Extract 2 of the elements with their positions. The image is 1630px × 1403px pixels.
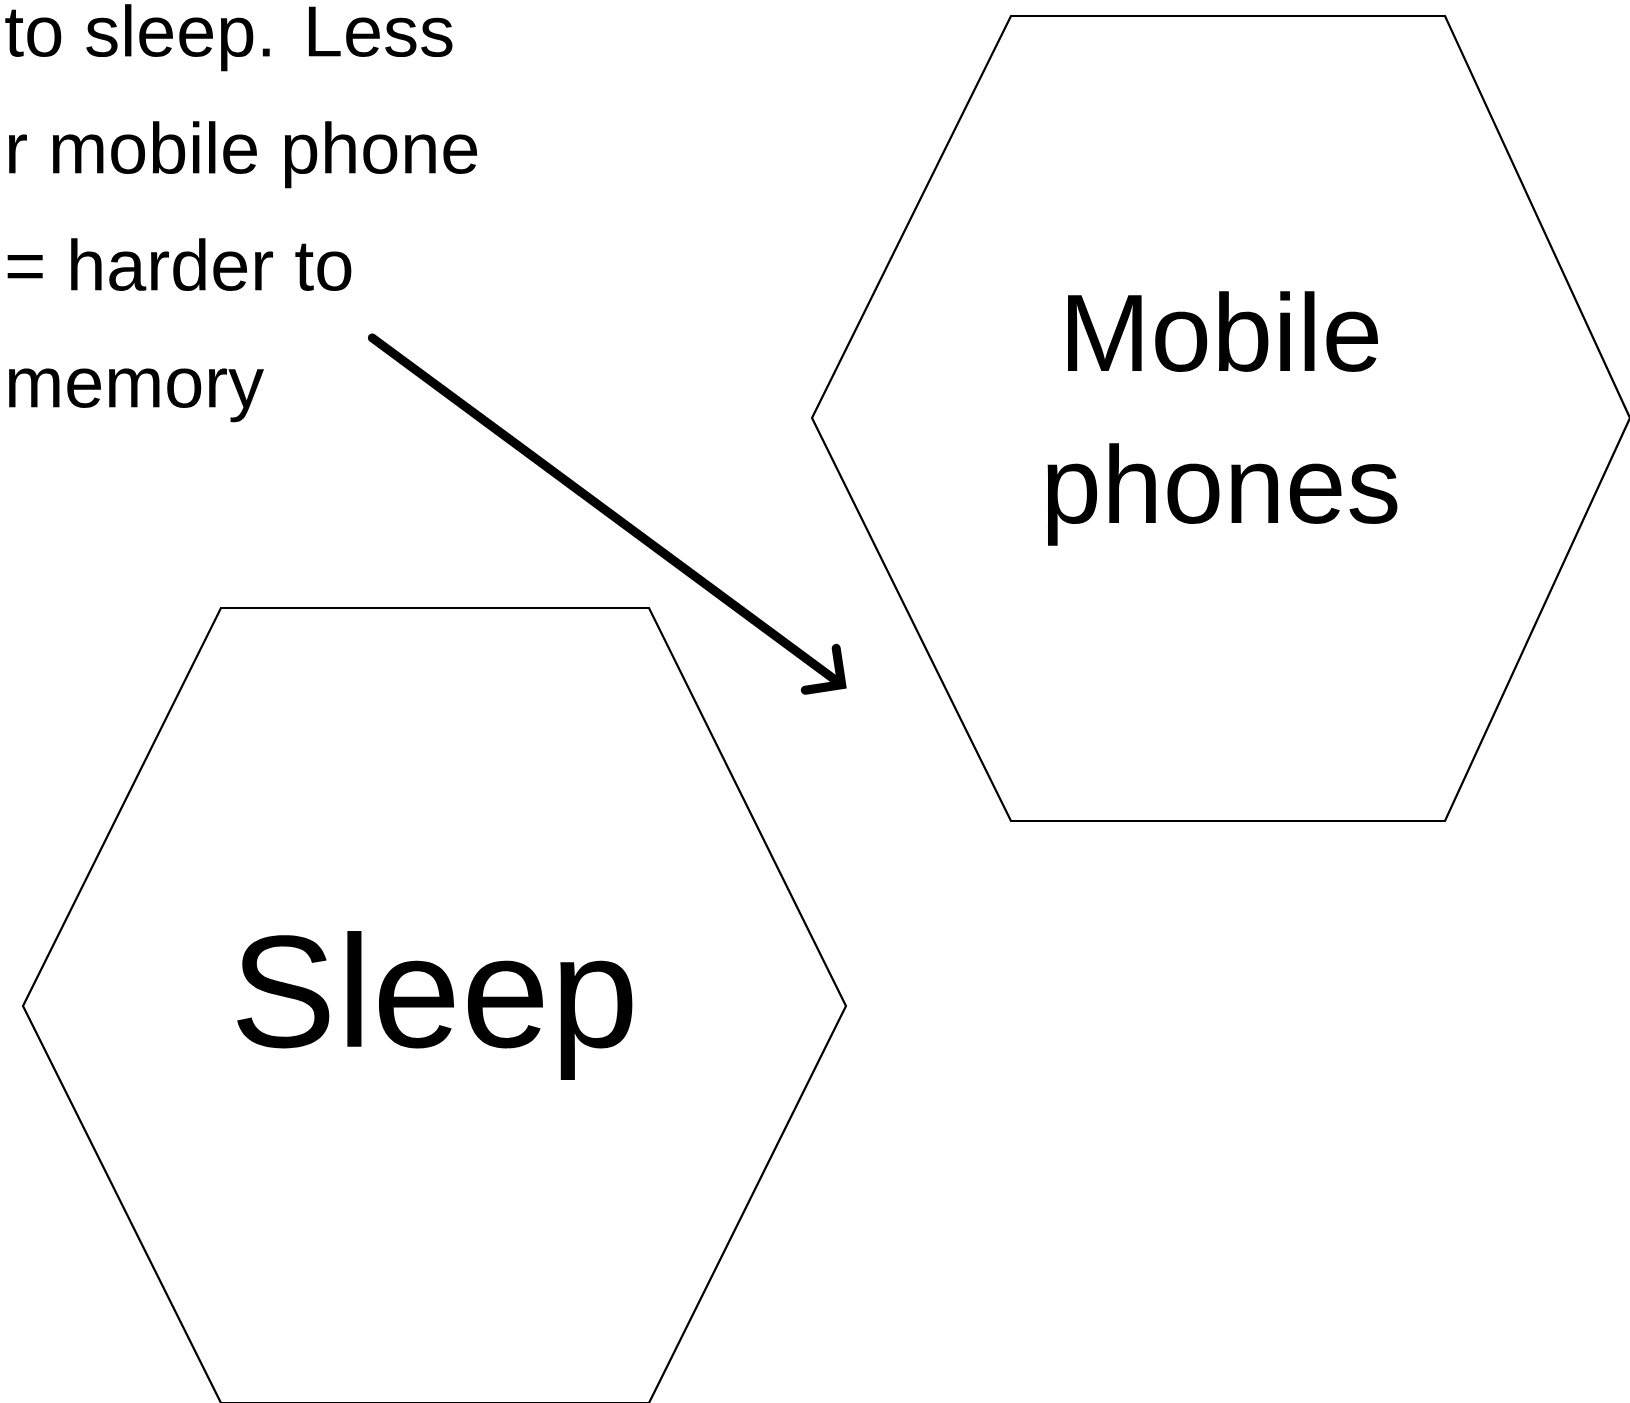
arrow [367,333,847,695]
annotation-text: to sleep. Less r mobile phone = harder to memory [5,4,478,423]
